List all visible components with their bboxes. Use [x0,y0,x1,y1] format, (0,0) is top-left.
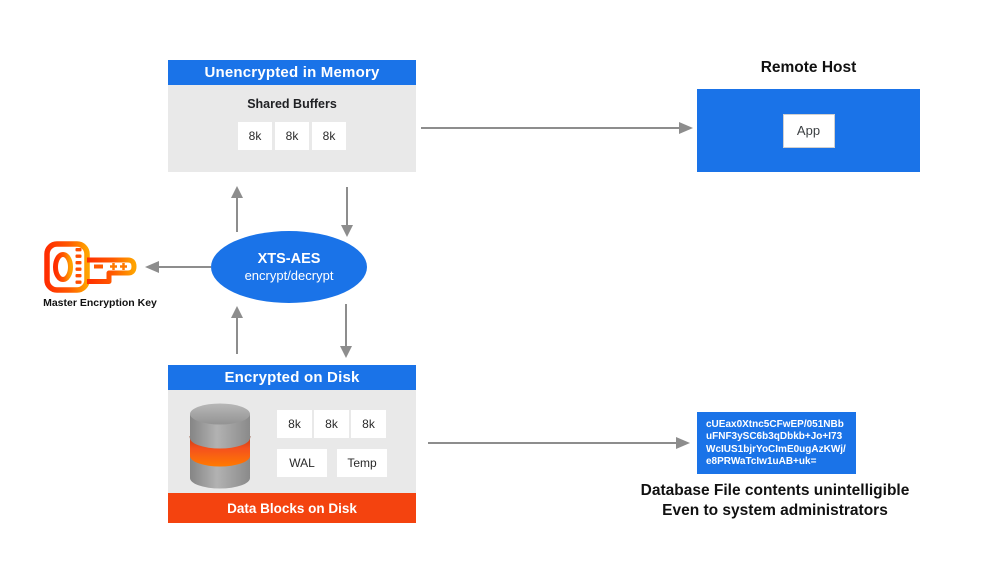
app-box: App [782,113,835,148]
arrow-disk-to-ciphertext [428,434,690,452]
ciphertext-box: cUEax0Xtnc5CFwEP/051NBb uFNF3ySC6b3qDbkb… [697,412,856,474]
ciphertext-caption: Database File contents unintelligible Ev… [610,481,940,520]
memory-panel-title: Unencrypted in Memory [168,60,416,85]
database-icon [189,403,251,489]
ciphertext-line: uFNF3ySC6b3qDbkb+Jo+I73 [706,431,843,443]
remote-host-label: Remote Host [760,59,857,76]
ciphertext-line: cUEax0Xtnc5CFwEP/051NBb [706,419,844,430]
memory-panel: Unencrypted in Memory Shared Buffers 8k … [168,60,416,172]
arrow-cipher-to-disk [337,304,355,358]
key-icon [44,241,137,293]
caption-line-1: Database File contents unintelligible [640,482,910,499]
temp-block: Temp [337,449,387,477]
arrow-disk-to-cipher [228,306,246,354]
master-key-label: Master Encryption Key [43,297,157,309]
memory-block-8k: 8k [238,122,272,150]
disk-block-8k: 8k [277,410,312,438]
memory-panel-subtitle: Shared Buffers [247,97,337,111]
cipher-action: encrypt/decrypt [244,267,334,283]
cipher-ellipse: XTS-AES encrypt/decrypt [211,231,367,303]
ciphertext-line: e8PRWaTcIw1uAB+uk= [706,456,817,468]
disk-panel-title: Encrypted on Disk [168,365,416,390]
cipher-name: XTS-AES [257,250,321,267]
arrow-memory-to-cipher [338,187,356,237]
database-cylinder-icon [188,402,252,490]
ciphertext-line: WcIUS1bjrYoCImE0ugAzKWj/ [706,443,846,455]
wal-block: WAL [277,449,327,477]
disk-block-8k: 8k [314,410,349,438]
arrow-memory-to-remote-host [421,119,693,137]
disk-block-8k: 8k [351,410,386,438]
remote-host-box: App [697,89,920,172]
master-key-icon [42,237,142,297]
caption-line-2: Even to system administrators [662,501,888,519]
memory-block-8k: 8k [312,122,346,150]
memory-block-8k: 8k [275,122,309,150]
disk-panel: Encrypted on Disk [168,365,416,523]
disk-panel-footer: Data Blocks on Disk [168,493,416,523]
arrow-cipher-to-memory [228,186,246,232]
arrow-cipher-to-key [145,258,211,276]
